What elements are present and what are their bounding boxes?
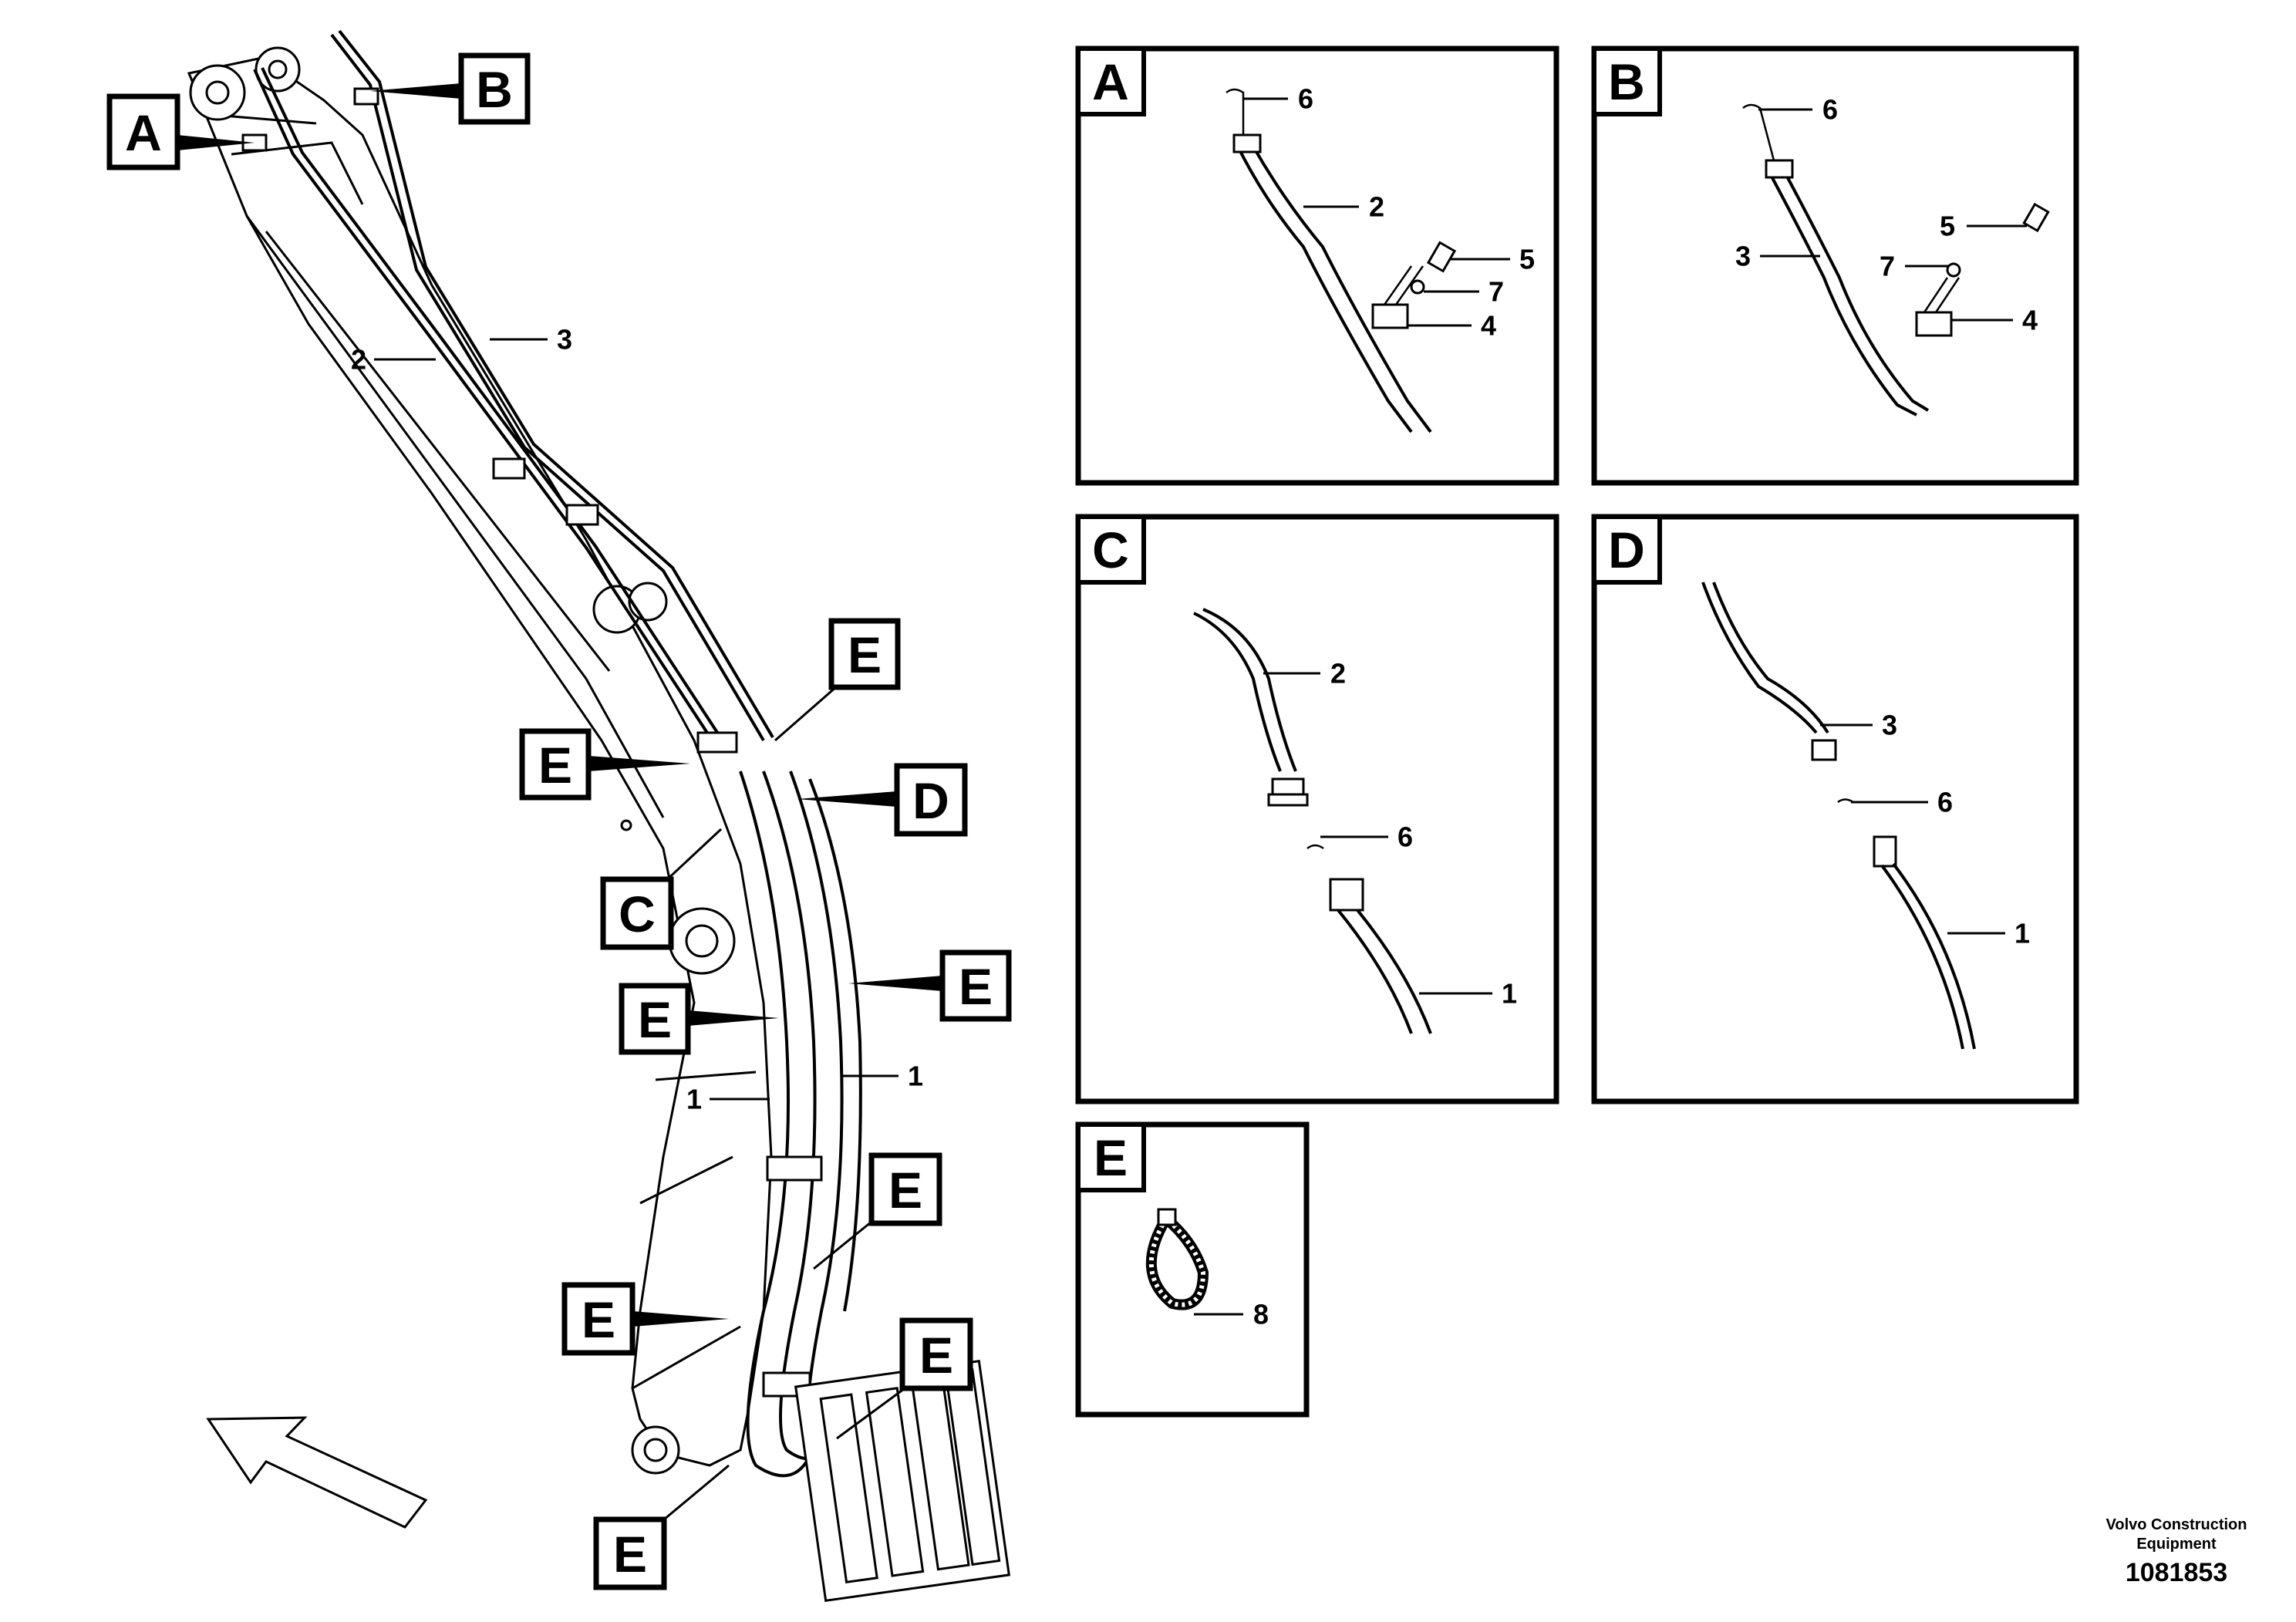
- svg-text:7: 7: [1880, 251, 1895, 282]
- svg-text:7: 7: [1489, 276, 1504, 308]
- svg-text:3: 3: [557, 324, 572, 356]
- svg-text:1: 1: [908, 1061, 923, 1092]
- footer-branding: Volvo Construction Equipment 1081853: [2106, 1516, 2247, 1587]
- cable-tie-icon: [1145, 1208, 1209, 1310]
- callout-b-label: B: [476, 61, 513, 118]
- callout-e-7: E: [836, 1317, 973, 1440]
- svg-text:E: E: [538, 737, 572, 794]
- svg-text:5: 5: [1940, 211, 1955, 242]
- drawing-number: 1081853: [2126, 1558, 2227, 1587]
- callout-e-1: E: [774, 618, 901, 742]
- hose-1-bundle: [739, 771, 819, 1478]
- panel-e-tag: E: [1094, 1129, 1128, 1186]
- panel-a-tag: A: [1092, 53, 1129, 110]
- callout-d: D: [797, 763, 968, 837]
- svg-text:E: E: [613, 1526, 647, 1583]
- svg-text:1: 1: [1502, 978, 1517, 1010]
- main-label-hose-2: 2: [351, 344, 436, 376]
- panel-b-tag: B: [1608, 53, 1645, 110]
- svg-text:6: 6: [1397, 821, 1413, 853]
- svg-text:E: E: [848, 626, 882, 683]
- svg-text:3: 3: [1882, 710, 1897, 741]
- svg-text:2: 2: [1369, 191, 1384, 223]
- svg-text:E: E: [919, 1327, 953, 1384]
- callout-e-5: E: [813, 1152, 942, 1270]
- callout-e-2: E: [519, 728, 690, 801]
- svg-text:2: 2: [351, 344, 366, 376]
- detail-panel-c: C 2 6 1: [1075, 514, 1559, 1104]
- detail-panel-b: B 6 5 3 7 4: [1591, 46, 2079, 486]
- svg-text:6: 6: [1937, 787, 1953, 818]
- svg-text:2: 2: [1330, 658, 1346, 690]
- svg-text:1: 1: [2014, 918, 2030, 949]
- svg-text:3: 3: [1735, 241, 1751, 272]
- svg-text:4: 4: [2022, 305, 2038, 336]
- callout-e-3: E: [848, 949, 1012, 1022]
- hose-3-path: [330, 33, 765, 742]
- svg-text:E: E: [582, 1291, 615, 1348]
- svg-text:E: E: [888, 1162, 922, 1219]
- callout-c: C: [600, 828, 723, 950]
- control-valve-icon: [794, 1359, 1011, 1603]
- main-label-hose-1-left: 1: [686, 1084, 770, 1115]
- svg-text:E: E: [959, 958, 993, 1015]
- callout-a: A: [106, 93, 255, 170]
- detail-panel-e: E 8: [1075, 1121, 1310, 1418]
- detail-panel-d: D 3 6 1: [1591, 514, 2079, 1104]
- svg-text:1: 1: [686, 1084, 702, 1115]
- panel-c-tag: C: [1092, 521, 1129, 578]
- detail-panel-a: A 6 2 5 7 4: [1075, 46, 1559, 486]
- callout-e-8: E: [593, 1464, 730, 1590]
- svg-text:5: 5: [1519, 244, 1535, 275]
- svg-text:6: 6: [1822, 94, 1838, 126]
- brand-line-2: Equipment: [2136, 1536, 2217, 1553]
- svg-text:E: E: [638, 991, 672, 1048]
- main-label-hose-1-right: 1: [841, 1061, 923, 1092]
- hose-2-path: [253, 69, 719, 750]
- forward-direction-arrow-icon: [206, 1416, 428, 1529]
- main-label-hose-3: 3: [490, 324, 572, 356]
- callout-a-label: A: [125, 104, 162, 161]
- clamp-icon: [1371, 303, 1409, 329]
- svg-text:4: 4: [1481, 310, 1496, 342]
- clamp-icon: [1915, 311, 1953, 337]
- callout-e-4: E: [619, 983, 779, 1055]
- callout-b: B: [370, 52, 531, 125]
- callout-c-label: C: [619, 885, 656, 943]
- callout-e-6: E: [561, 1282, 729, 1356]
- svg-text:8: 8: [1253, 1299, 1269, 1330]
- svg-text:6: 6: [1298, 83, 1313, 115]
- panel-d-tag: D: [1608, 521, 1645, 578]
- brand-line-1: Volvo Construction: [2106, 1516, 2247, 1533]
- callout-d-label: D: [912, 772, 949, 829]
- boom-upper-section: [187, 56, 773, 1467]
